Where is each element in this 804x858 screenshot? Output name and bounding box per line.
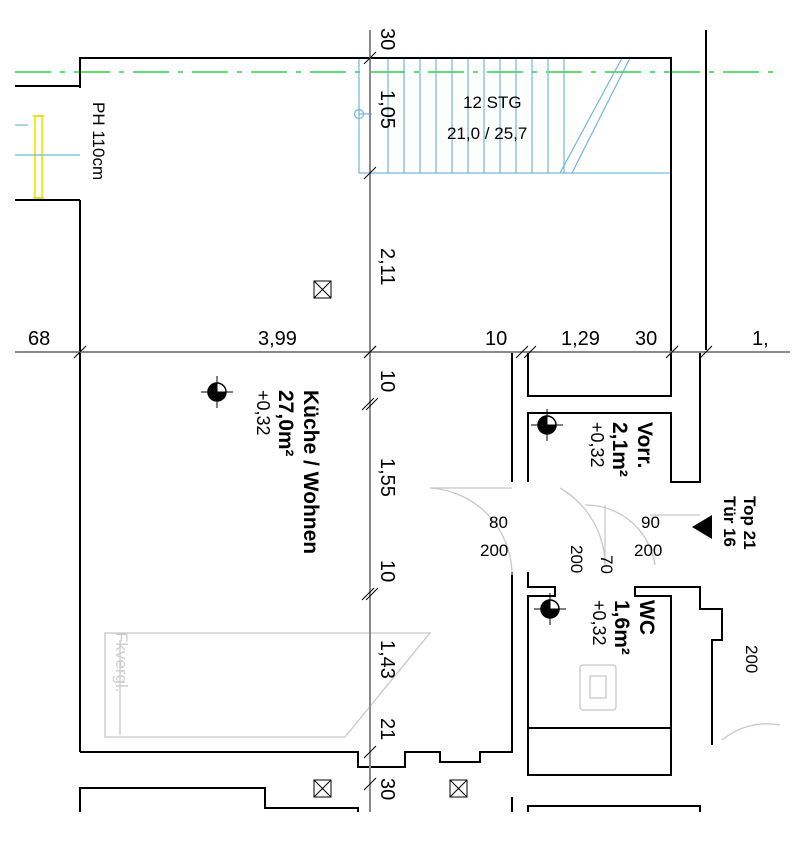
room-wc: WC 1,6m² +0,32 (589, 600, 658, 655)
room-kitchen-level: +0,32 (253, 390, 273, 436)
dim-v-30-top: 30 (376, 28, 398, 50)
dim-1-cut: 1, (752, 328, 769, 350)
entrance-door: Tür 16 (720, 496, 739, 547)
dim-10: 10 (485, 328, 507, 350)
dim-68: 68 (28, 328, 50, 350)
door-wc-width: 70 (597, 555, 616, 574)
door-swings (104, 487, 781, 741)
dim-v-1-55: 1,55 (376, 458, 398, 497)
parapet-label: PH 110cm (89, 102, 108, 180)
room-wc-area: 1,6m² (610, 600, 633, 655)
dim-1-29: 1,29 (561, 328, 600, 350)
room-vorraum-name: Vorr. (633, 422, 656, 468)
room-wc-level: +0,32 (589, 600, 609, 646)
room-vorraum: Vorr. 2,1m² +0,32 (587, 422, 656, 477)
dimension-lines (15, 30, 790, 812)
entrance-top: Top 21 (740, 496, 759, 550)
crossed-box-icon (313, 280, 468, 798)
dim-30: 30 (635, 328, 657, 350)
dim-v-1-43: 1,43 (376, 640, 398, 679)
door-right-height: 200 (742, 645, 761, 673)
dim-v-30-bottom: 30 (376, 778, 398, 800)
entrance-arrow-icon (692, 515, 712, 539)
level-marker-icon (201, 376, 566, 625)
door-kitchen-height: 200 (480, 541, 508, 560)
door-entrance-width: 90 (641, 513, 660, 532)
room-kitchen: Küche / Wohnen 27,0m² +0,32 (253, 390, 322, 554)
stair-steps: 12 STG (463, 93, 522, 112)
stair-ratio: 21,0 / 25,7 (447, 124, 527, 143)
door-kitchen-width: 80 (489, 513, 508, 532)
dim-v-21: 21 (376, 718, 398, 740)
room-vorraum-area: 2,1m² (608, 422, 631, 477)
room-kitchen-name: Küche / Wohnen (299, 390, 322, 554)
fixture-label: Fkvergl. (112, 632, 131, 692)
dim-v-1-05: 1,05 (376, 90, 398, 129)
room-wc-name: WC (635, 600, 658, 635)
door-wc-height: 200 (567, 545, 586, 573)
door-entrance-height: 200 (634, 541, 662, 560)
staircase (353, 57, 672, 174)
dim-v-2-11: 2,11 (376, 248, 398, 285)
window-left (15, 85, 80, 201)
dim-3-99: 3,99 (258, 328, 297, 350)
dim-v-10-a: 10 (376, 370, 398, 392)
dim-v-10-b: 10 (376, 560, 398, 582)
room-vorraum-level: +0,32 (587, 422, 607, 468)
walls (79, 30, 723, 812)
entrance-label: Top 21 Tür 16 (720, 496, 759, 550)
room-kitchen-area: 27,0m² (274, 390, 297, 457)
